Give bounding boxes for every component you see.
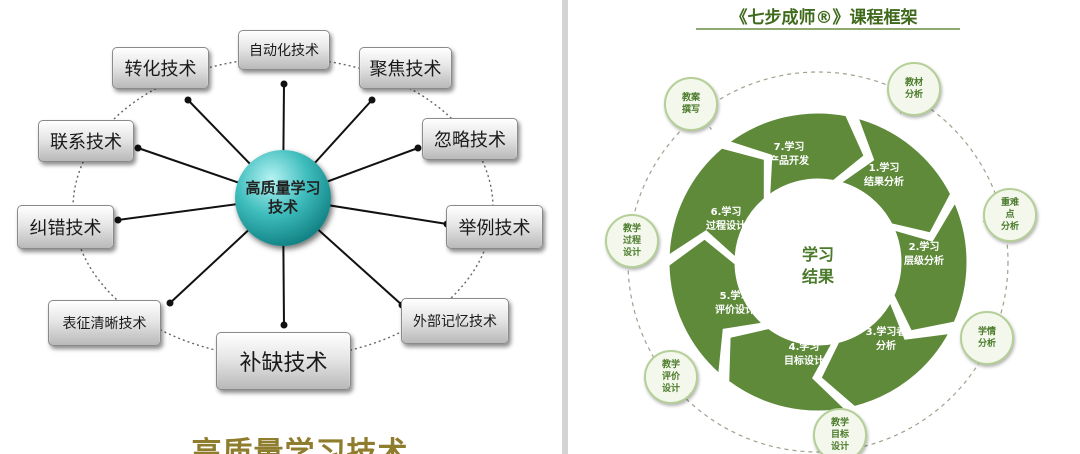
spoke-dot-6 [280, 321, 288, 329]
technique-box-ignore: 忽略技术 [422, 118, 518, 160]
technique-box-connection: 联系技术 [38, 120, 134, 162]
satellite-connector-7 [707, 124, 712, 130]
satellite-evaluation-design: 教学 评价 设计 [644, 350, 698, 404]
step-label-7: 7.学习 产品开发 [769, 142, 809, 167]
cycle-step-arrow-1 [835, 114, 954, 236]
technique-box-clear-representation: 表征清晰技术 [48, 300, 161, 346]
hub-label: 高质量学习 技术 [245, 179, 321, 216]
spoke-dot-1 [280, 80, 288, 88]
left-panel: 自动化技术 聚焦技术 忽略技术 举例技术 外部记忆技术 补缺技术 表征清晰技术 … [0, 0, 562, 454]
step-label-5: 5.学习 评价设计 [715, 291, 755, 316]
right-panel: 《七步成师®》课程框架 学习 结果 1.学习 结果分析 2.学习 层级分析 3.… [568, 0, 1080, 454]
spoke-dot-2 [368, 96, 376, 104]
step-label-4: 4.学习 目标设计 [784, 342, 824, 367]
step-label-2: 2.学习 层级分析 [904, 242, 944, 267]
technique-box-error-correction: 纠错技术 [17, 205, 114, 249]
technique-box-automation: 自动化技术 [238, 30, 330, 70]
cycle-step-arrow-6 [666, 145, 767, 263]
satellite-process-design: 教学 过程 设计 [605, 214, 659, 268]
cycle-step-arrow-2 [890, 197, 970, 334]
satellite-key-points-analysis: 重难 点 分析 [983, 188, 1037, 242]
technique-box-external-memory: 外部记忆技术 [401, 298, 509, 344]
step-label-1: 1.学习 结果分析 [864, 163, 904, 188]
satellite-lesson-plan: 教案 撰写 [664, 77, 718, 131]
center-disc [738, 182, 898, 342]
technique-box-transformation: 转化技术 [112, 47, 209, 89]
spoke-dot-9 [134, 144, 142, 152]
step-label-6: 6.学习 过程设计 [706, 207, 746, 232]
center-label: 学习 结果 [801, 245, 835, 286]
right-title: 《七步成师®》课程框架 [730, 8, 918, 28]
cycle-step-arrow-3 [818, 296, 954, 410]
satellite-textbook-analysis: 教材 分析 [887, 62, 941, 116]
cycle-step-arrow-4 [726, 325, 850, 414]
spoke-dot-7 [166, 299, 174, 307]
spoke-dot-10 [184, 96, 192, 104]
cycle-step-arrow-7 [724, 110, 868, 200]
cycle-step-arrow-5 [666, 235, 768, 379]
bottom-title: 高质量学习技术 [191, 436, 409, 454]
technique-box-gap-filling: 补缺技术 [216, 332, 351, 390]
spoke-dot-8 [114, 216, 122, 224]
step-label-3: 3.学习者 分析 [865, 327, 907, 352]
hub-circle: 高质量学习 技术 [235, 150, 331, 246]
title-underline [696, 28, 960, 30]
technique-box-example: 举例技术 [446, 205, 543, 249]
technique-box-focus: 聚焦技术 [359, 47, 452, 89]
satellite-objective-design: 教学 目标 设计 [813, 408, 867, 454]
spoke-dot-3 [414, 144, 422, 152]
outer-dashed-orbit [627, 71, 1009, 453]
satellite-learner-analysis: 学情 分析 [960, 311, 1014, 365]
cycle-ring [627, 71, 1009, 453]
